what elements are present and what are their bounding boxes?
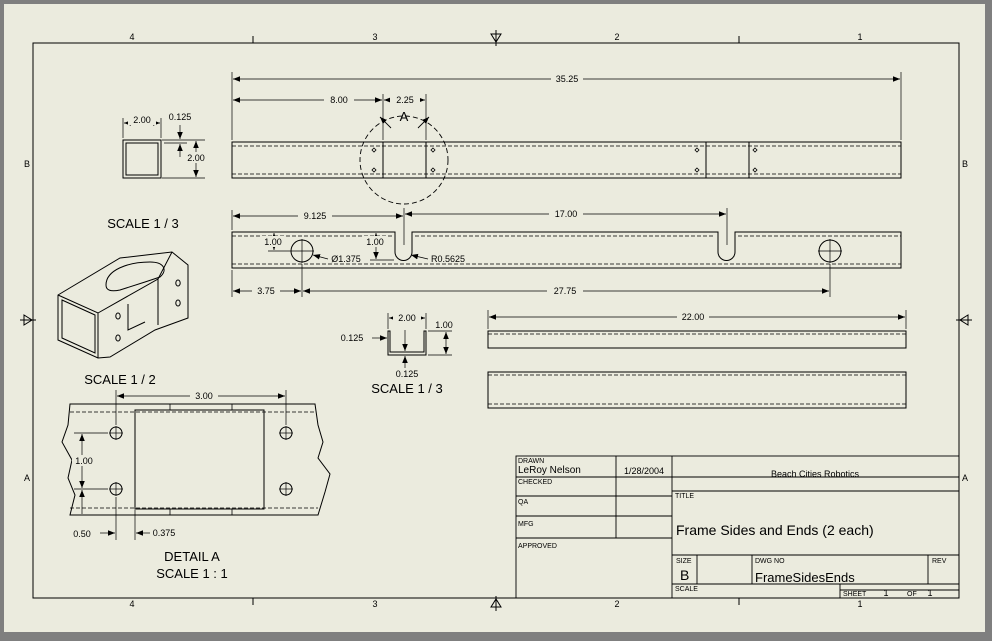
mfg-label: MFG [518,521,534,528]
zone-bottom-2: 2 [614,599,619,609]
dim-slot-offset: 9.125 [304,211,327,221]
dim-detail-hole-spacing: 1.00 [75,456,93,466]
zone-left-b: B [24,159,30,169]
section-label-a: A [400,109,409,124]
detail-a-view [61,390,331,540]
dwg-no-label: DWG NO [755,558,785,565]
dim-overall-length: 35.25 [556,74,579,84]
dim-tube-width: 2.00 [133,115,151,125]
dim-hole-spacing: 27.75 [554,286,577,296]
sheet-total: 1 [927,588,932,598]
zone-top-4: 4 [129,32,134,42]
detail-a-dims: 3.00 1.00 0.50 0.375 DETAIL A SCALE 1 : … [72,390,228,581]
detail-scale: SCALE 1 : 1 [156,566,228,581]
drawn-name: LeRoy Nelson [518,465,581,476]
dim-channel-wall: 0.125 [341,333,364,343]
size-label: SIZE [676,558,692,565]
checked-label: CHECKED [518,479,552,486]
dim-edge-to-slot: 1.00 [366,237,384,247]
detail-title: DETAIL A [164,549,220,564]
sheet-label: SHEET [843,591,867,598]
dim-channel-base: 0.125 [396,369,419,379]
tube-end-dims: 2.00 0.125 2.00 [128,112,208,163]
qa-label: QA [518,499,528,506]
dim-channel-width: 2.00 [398,313,416,323]
zone-top-1: 1 [857,32,862,42]
zone-right-a: A [962,473,968,483]
channel-dims: 2.00 1.00 0.125 0.125 SCALE 1 / 3 [341,312,453,396]
drawn-date: 1/28/2004 [624,466,664,476]
dim-tube-height: 2.00 [187,153,205,163]
dim-end-length: 22.00 [682,312,705,322]
zone-bottom-4: 4 [129,599,134,609]
centering-marks [20,30,972,611]
detail-scale-top: SCALE 1 / 2 [84,372,156,387]
tube-end-section [122,118,205,179]
dim-detail-edge: 0.50 [73,529,91,539]
zone-bottom-1: 1 [857,599,862,609]
dim-hole-pair: 2.25 [396,95,414,105]
channel-scale-label: SCALE 1 / 3 [371,381,443,396]
title-label: TITLE [675,493,694,500]
dim-hole-diameter: Ø1.375 [331,254,361,264]
zone-labels: 4 3 2 1 4 3 2 1 B A B A [24,32,968,609]
side-tube-front-dims: 9.125 17.00 1.00 1.00 Ø1.375 R0.5625 3.7… [252,208,583,296]
dim-hole-from-end: 3.75 [257,286,275,296]
drawing-canvas: 4 3 2 1 4 3 2 1 B A B A [20,30,972,611]
zone-top-2: 2 [614,32,619,42]
approved-label: APPROVED [518,543,557,550]
company-name: Beach Cities Robotics [771,469,860,479]
dim-hole-offset: 8.00 [330,95,348,105]
dim-detail-hole-offset: 0.375 [153,528,176,538]
iso-scale-label: SCALE 1 / 3 [107,216,179,231]
end-pieces [487,310,907,409]
of-label: OF [907,591,917,598]
drawn-label: DRAWN [518,458,544,465]
scale-label: SCALE [675,586,698,593]
zone-top-3: 3 [372,32,377,42]
dim-slot-radius: R0.5625 [431,254,465,264]
rev-label: REV [932,558,947,565]
drawing-number: FrameSidesEnds [755,570,855,585]
title-block [515,455,960,599]
dim-tube-wall: 0.125 [169,112,192,122]
zone-left-a: A [24,473,30,483]
drawing-sheet: 4 3 2 1 4 3 2 1 B A B A [4,4,985,632]
side-tube-top-view [231,72,902,205]
zone-bottom-3: 3 [372,599,377,609]
dim-channel-height: 1.00 [435,320,453,330]
dim-slot-spacing: 17.00 [555,209,578,219]
side-tube-front-view [231,208,902,297]
zone-right-b: B [962,159,968,169]
iso-view [57,251,189,359]
title-block-text: DRAWN LeRoy Nelson 1/28/2004 Beach Citie… [518,458,947,598]
sheet-size: B [680,567,689,583]
dim-edge-to-hole: 1.00 [264,237,282,247]
drawing-title: Frame Sides and Ends (2 each) [676,522,874,538]
sheet-number: 1 [883,588,888,598]
dim-detail-width: 3.00 [195,391,213,401]
drawing-border [26,36,966,605]
side-tube-top-dims: 35.25 8.00 2.25 A [324,73,583,124]
